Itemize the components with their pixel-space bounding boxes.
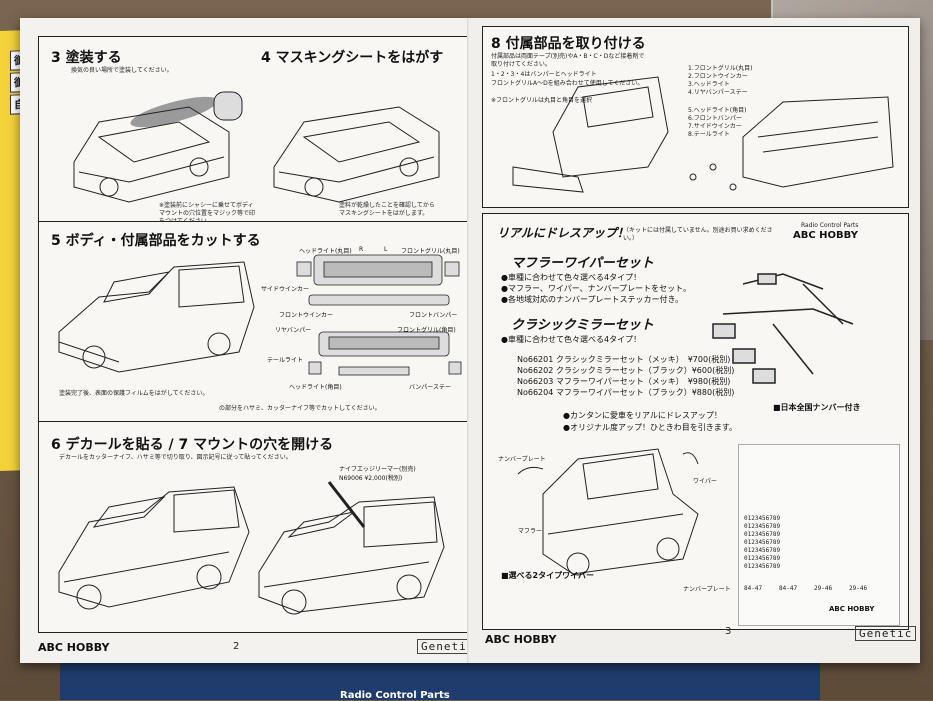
- sheet-brand: ABC HOBBY: [829, 605, 875, 613]
- label-rear-bumper: リヤバンパー: [275, 327, 312, 334]
- label-front-bumper: フロントバンパー: [409, 312, 458, 319]
- price-row: No66202 クラシックミラーセット（ブラック）¥600(税別): [517, 366, 735, 375]
- product-box: Radio Control Parts: [60, 660, 820, 701]
- page-number-left: 2: [233, 641, 240, 652]
- footer-brand-right: ABC HOBBY: [485, 633, 557, 646]
- step8-note-1: 1・2・3・4はバンパーとヘッドライト: [491, 71, 597, 78]
- muffler-bullet: ●各地域対応のナンバープレートステッカー付き。: [501, 295, 684, 304]
- promo-brand: ABC HOBBY: [793, 230, 858, 241]
- price-row: No66204 マフラーワイパーセット（ブラック）¥880(税別): [517, 388, 735, 397]
- slogan: ●カンタンに愛車をリアルにドレスアップ！: [563, 411, 722, 420]
- step6-note: デカールをカッターナイフ、ハサミ等で切り取り、図示記号に従って貼ってください。: [59, 454, 292, 461]
- label-front-grill-square: フロントグリル(角目): [397, 327, 456, 334]
- step6-7-panel: 6 デカールを貼る / 7 マウントの穴を開ける デカールをカッターナイフ、ハサ…: [38, 421, 468, 633]
- step8-panel: 8 付属部品を取り付ける 付属部品は両面テープ(別売)やA・B・C・Dなど接着剤…: [482, 26, 909, 208]
- step5-cut-note: の部分をハサミ、カッターナイフ等でカットしてください。: [219, 405, 381, 412]
- plate-number: 0123456789: [744, 531, 781, 538]
- promo-banner-note: （キットには付属していません。別途お買い求めください。）: [623, 227, 773, 242]
- step3-title: 3 塗装する: [51, 50, 122, 66]
- step5-illustration: [58, 254, 462, 376]
- instruction-booklet: 3 塗装する 換気の良い場所で塗装してください。 4 マスキングシートをはがす …: [20, 18, 920, 663]
- label-side-winker: サイドウインカー: [261, 286, 310, 293]
- parts-rear-0: 5.ヘッドライト(角目): [688, 107, 747, 114]
- reamer-code: N69006 ¥2,000(税別): [339, 475, 403, 482]
- step8-illustration: [512, 76, 894, 193]
- reamer-label: ナイフエッジリーマー(別売): [339, 466, 416, 473]
- label-bumper-stay: バンパーステー: [409, 384, 452, 391]
- slogan: ●オリジナル度アップ！ひときわ目を引きます。: [563, 423, 737, 432]
- step3-4-illustration: [73, 91, 440, 203]
- promo-brand-small: Radio Control Parts: [801, 222, 859, 229]
- plate-code: 84-47: [744, 585, 763, 592]
- mirror-set-title: クラシックミラーセット: [511, 318, 654, 333]
- muffler-set-title: マフラーワイパーセット: [511, 256, 654, 271]
- step5-paint-note: 塗装完了後、表面の保護フィルムをはがしてください。: [59, 390, 209, 397]
- step8-note-2: フロントグリルA〜Dを組み合わせて使用してください。: [491, 80, 644, 87]
- muffler-bullet: ●車種に合わせて色々選べる4タイプ！: [501, 273, 642, 282]
- step3-note: 換気の良い場所で塗装してください。: [71, 67, 173, 74]
- step4-caption: 塗料が乾燥したことを確認してからマスキングシートをはがします。: [339, 202, 435, 217]
- parts-front-3: 4.リヤバンパーステー: [688, 89, 748, 96]
- step6-7-illustration: [58, 481, 445, 615]
- parts-rear-2: 7.サイドウインカー: [688, 123, 742, 130]
- step4-title: 4 マスキングシートをはがす: [261, 50, 444, 66]
- plate-number: 0123456789: [744, 523, 781, 530]
- plate-code: 84-47: [779, 585, 798, 592]
- parts-front-1: 2.フロントウインカー: [688, 73, 748, 80]
- label-headlight-round: ヘッドライト(丸目): [299, 248, 352, 255]
- plate-badge: ■日本全国ナンバー付き: [773, 403, 861, 412]
- parts-front-0: 1.フロントグリル(丸目): [688, 65, 753, 72]
- label-wiper: ワイパー: [693, 478, 717, 485]
- promo-banner: リアルにドレスアップ！: [497, 226, 629, 240]
- box-label: Radio Control Parts: [340, 690, 450, 701]
- price-row: No66201 クラシックミラーセット（メッキ） ¥700(税別): [517, 355, 731, 364]
- label-r: R: [359, 246, 364, 253]
- muffler-bullet: ●マフラー、ワイパー、ナンバープレートをセット。: [501, 284, 692, 293]
- label-front-grill-round: フロントグリル(丸目): [401, 248, 460, 255]
- page-left: 3 塗装する 換気の良い場所で塗装してください。 4 マスキングシートをはがす …: [20, 18, 479, 663]
- plate-code: 29-46: [849, 585, 868, 592]
- label-front-winker: フロントウインカー: [279, 312, 334, 319]
- step8-note-3: ※フロントグリルは丸目と角目を選択: [491, 97, 593, 104]
- label-tail-light: テールライト: [267, 357, 304, 364]
- step8-note-0: 付属部品は両面テープ(別売)やA・B・C・Dなど接着剤で取り付けてください。: [491, 53, 645, 68]
- plate-sticker-sheet: 0123456789 0123456789 0123456789 0123456…: [738, 444, 900, 626]
- plate-number: 0123456789: [744, 563, 781, 570]
- plate-number: 0123456789: [744, 515, 781, 522]
- label-number-plate-2: ナンバープレート: [683, 586, 731, 593]
- plate-code: 29-46: [814, 585, 833, 592]
- price-row: No66203 マフラーワイパーセット（メッキ） ¥980(税別): [517, 377, 731, 386]
- wiper-types-title: ■選べる2タイプワイパー: [501, 571, 594, 580]
- label-l: L: [384, 246, 388, 253]
- label-number-plate: ナンバープレート: [498, 456, 546, 463]
- promo-panel: リアルにドレスアップ！ （キットには付属していません。別途お買い求めください。）…: [482, 213, 909, 630]
- page-right: 8 付属部品を取り付ける 付属部品は両面テープ(別売)やA・B・C・Dなど接着剤…: [470, 18, 920, 663]
- plate-number: 0123456789: [744, 547, 781, 554]
- label-muffler: マフラー: [518, 528, 543, 535]
- step6-title: 6 デカールを貼る / 7 マウントの穴を開ける: [51, 437, 334, 453]
- parts-front-2: 3.ヘッドライト: [688, 81, 730, 88]
- page-number-right: 3: [725, 626, 732, 637]
- parts-rear-3: 8.テールライト: [688, 131, 730, 138]
- parts-rear-1: 6.フロントバンパー: [688, 115, 743, 122]
- step5-panel: 5 ボディ・付属部品をカットする: [38, 221, 468, 423]
- label-headlight-square: ヘッドライト(角目): [289, 384, 342, 391]
- step3-4-panel: 3 塗装する 換気の良い場所で塗装してください。 4 マスキングシートをはがす …: [38, 36, 468, 225]
- step5-title: 5 ボディ・付属部品をカットする: [51, 233, 261, 249]
- plate-number: 0123456789: [744, 555, 781, 562]
- plate-number: 0123456789: [744, 539, 781, 546]
- step8-title: 8 付属部品を取り付ける: [491, 36, 646, 52]
- parts-tree-illustration: [517, 273, 854, 576]
- footer-brand-left: ABC HOBBY: [38, 641, 110, 654]
- mirror-bullet: ●車種に合わせて色々選べる4タイプ！: [501, 335, 642, 344]
- genetic-logo-right: Genetic: [855, 626, 917, 641]
